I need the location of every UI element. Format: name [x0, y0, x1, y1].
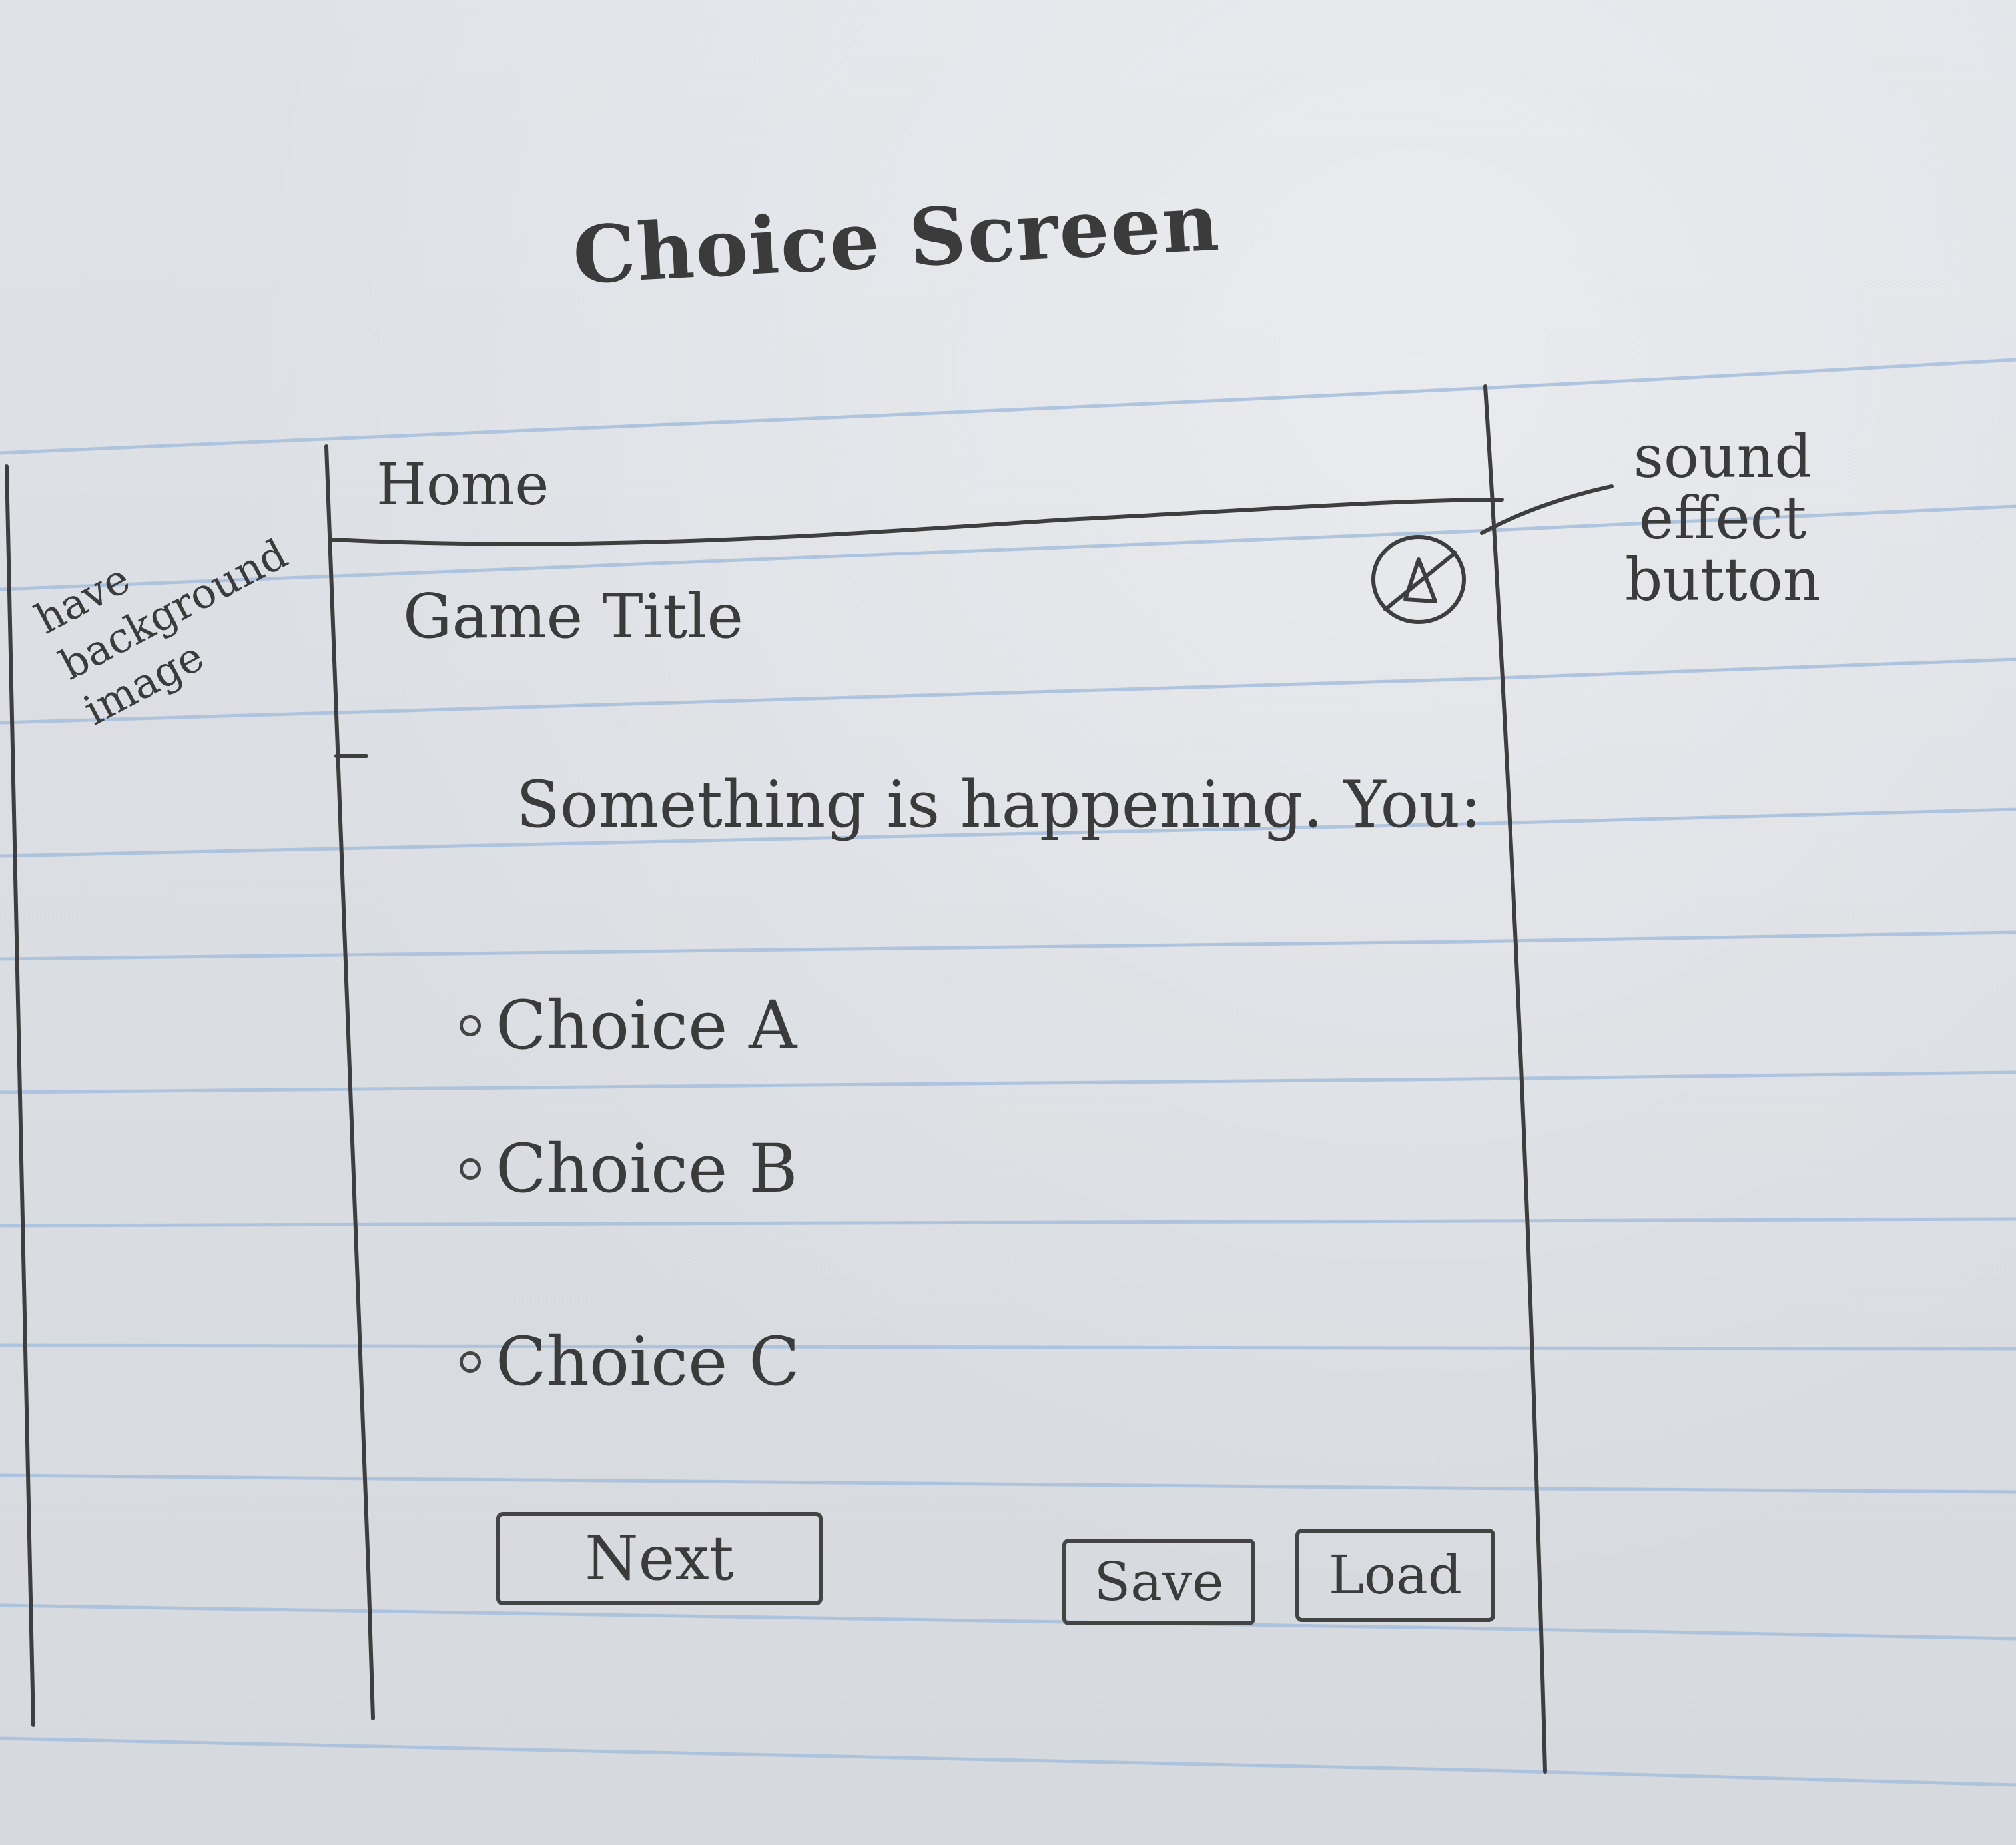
choice-option-b[interactable]: Choice B — [460, 1136, 798, 1202]
annotation-line: effect — [1639, 484, 1807, 553]
save-button[interactable]: Save — [1062, 1539, 1255, 1625]
load-button[interactable]: Load — [1295, 1529, 1495, 1622]
choice-label: Choice C — [496, 1323, 800, 1401]
muted-sound-icon — [1371, 535, 1466, 624]
radio-button-icon[interactable] — [460, 1351, 481, 1373]
game-title: Game Title — [403, 581, 743, 652]
story-prompt: Something is happening. You: — [516, 767, 1482, 842]
annotation-line: button — [1625, 545, 1821, 614]
choice-option-a[interactable]: Choice A — [460, 992, 797, 1059]
radio-button-icon[interactable] — [460, 1158, 481, 1180]
annotation-line: sound — [1633, 422, 1812, 491]
radio-button-icon[interactable] — [460, 1015, 481, 1036]
choice-label: Choice B — [496, 1130, 798, 1208]
ruled-lines — [0, 358, 2016, 1787]
tab-home[interactable]: Home — [376, 452, 549, 518]
sound-button-annotation: sound effect button — [1625, 426, 1820, 611]
sound-effect-button[interactable] — [1369, 530, 1469, 629]
choice-label: Choice A — [496, 986, 797, 1064]
next-button[interactable]: Next — [496, 1512, 823, 1605]
choice-option-c[interactable]: Choice C — [460, 1329, 800, 1395]
